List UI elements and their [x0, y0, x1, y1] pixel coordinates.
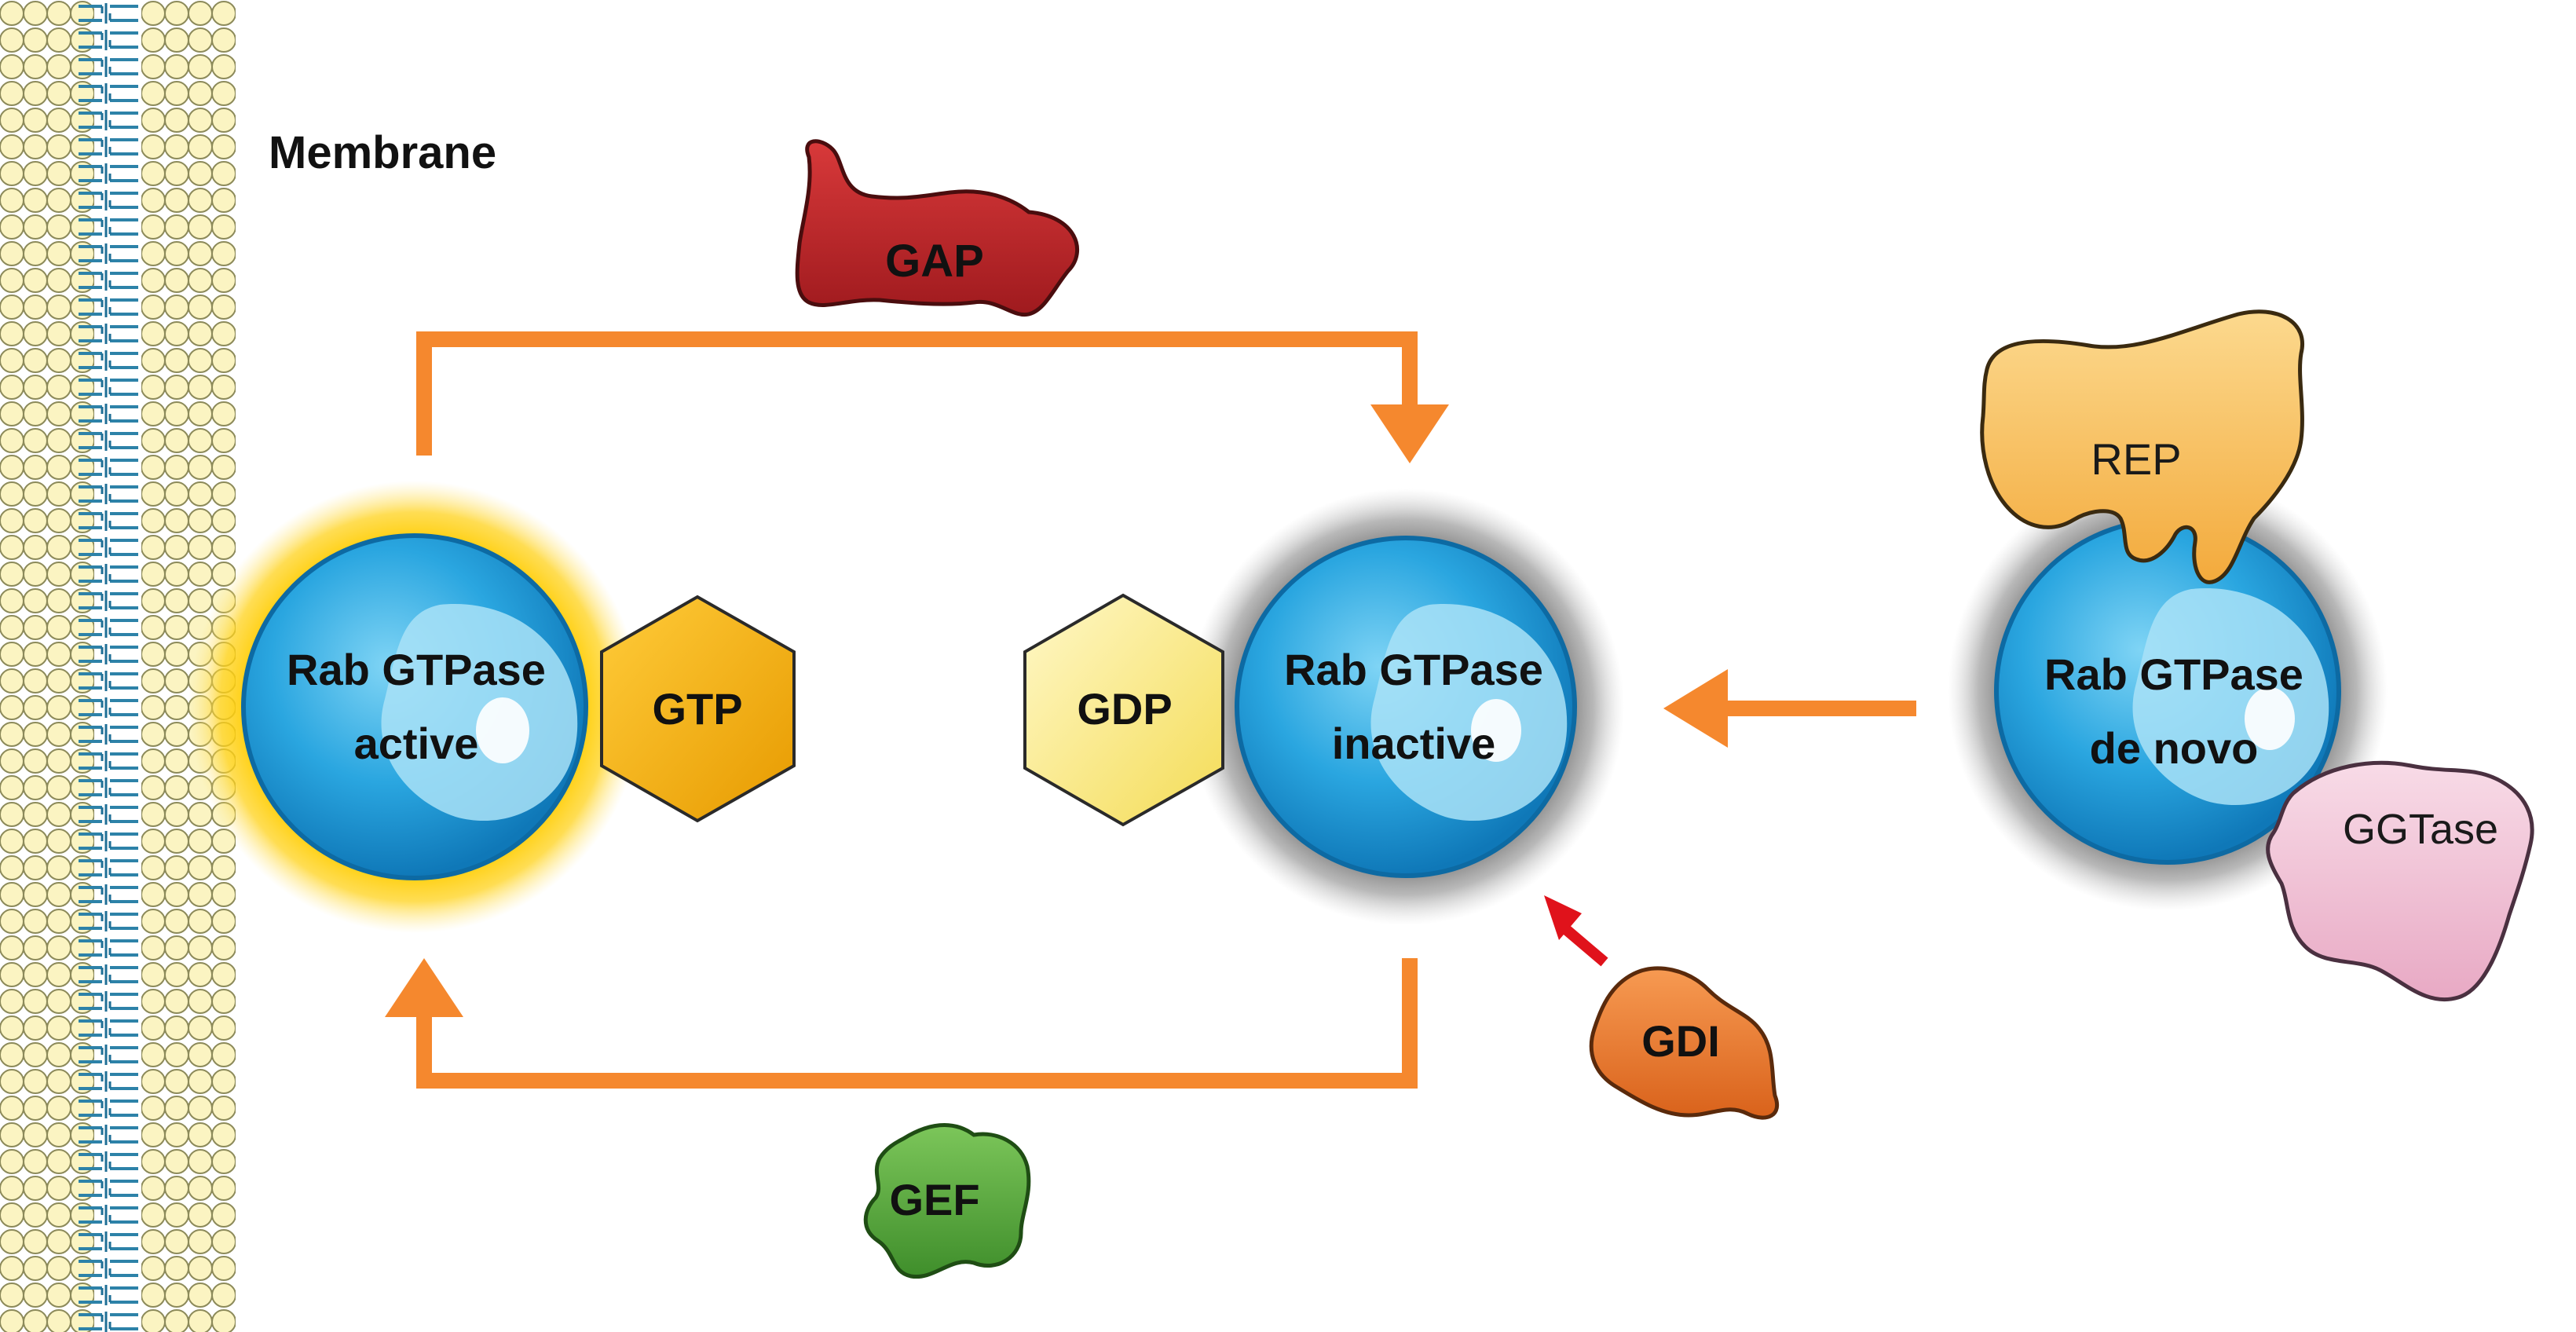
- gdi-arrow-line: [1559, 922, 1608, 967]
- ggtase-protein: GGTase: [2266, 760, 2534, 1002]
- inactive-sphere-shine: [1471, 699, 1521, 762]
- gdi-label: GDI: [1641, 1016, 1720, 1066]
- gtp-molecule: GTP: [600, 595, 796, 823]
- gef-protein: GEF: [863, 1123, 1031, 1279]
- gtp-hexagon: [600, 595, 796, 823]
- active-label-line2: active: [354, 719, 479, 768]
- cycle-arrows: [385, 331, 1916, 1089]
- rab-gtpase-de-novo: Rab GTPase de novo: [1948, 471, 2388, 911]
- denovo-sphere-highlight: [2132, 588, 2329, 806]
- rab-gtpase-inactive: Rab GTPase inactive: [1187, 489, 1624, 925]
- inactive-label-line1: Rab GTPase: [1284, 645, 1543, 694]
- inactive-sphere-highlight: [1370, 604, 1568, 822]
- rep-protein: REP: [1980, 309, 2304, 584]
- ggtase-label: GGTase: [2343, 806, 2498, 853]
- gdp-molecule: GDP: [1023, 593, 1224, 827]
- gap-label: GAP: [885, 236, 984, 287]
- active-label-line1: Rab GTPase: [287, 645, 546, 694]
- active-sphere-shine: [476, 697, 529, 763]
- gef-label: GEF: [889, 1175, 979, 1224]
- gap-protein: GAP: [795, 139, 1079, 317]
- ggtase-shape: [2266, 760, 2534, 1002]
- gef-arrow-head: [385, 958, 463, 1017]
- rep-shape: [1980, 309, 2304, 584]
- gap-arrow-line: [416, 331, 1418, 456]
- denovo-sphere-shine: [2245, 687, 2295, 750]
- gdi-arrow-head: [1544, 895, 1582, 940]
- denovo-label-line2: de novo: [2090, 723, 2259, 773]
- active-sphere-highlight: [381, 604, 578, 822]
- gef-arrow-line: [416, 958, 1418, 1089]
- rep-label: REP: [2091, 434, 2181, 484]
- gtp-label: GTP: [652, 684, 742, 734]
- gdi-protein: GDI: [1589, 966, 1779, 1120]
- gap-arrow-head: [1370, 404, 1449, 463]
- rab-gtpase-active: Rab GTPase active: [188, 481, 641, 933]
- membrane-label: Membrane: [269, 127, 496, 178]
- gef-shape: [863, 1123, 1031, 1279]
- gap-shape: [795, 139, 1079, 317]
- denovo-label-line1: Rab GTPase: [2044, 650, 2303, 699]
- gdp-label: GDP: [1077, 684, 1172, 734]
- inactive-label-line2: inactive: [1332, 719, 1496, 768]
- denovo-arrow-head: [1663, 669, 1728, 748]
- gdp-hexagon: [1023, 593, 1224, 827]
- gdi-shape: [1589, 966, 1779, 1120]
